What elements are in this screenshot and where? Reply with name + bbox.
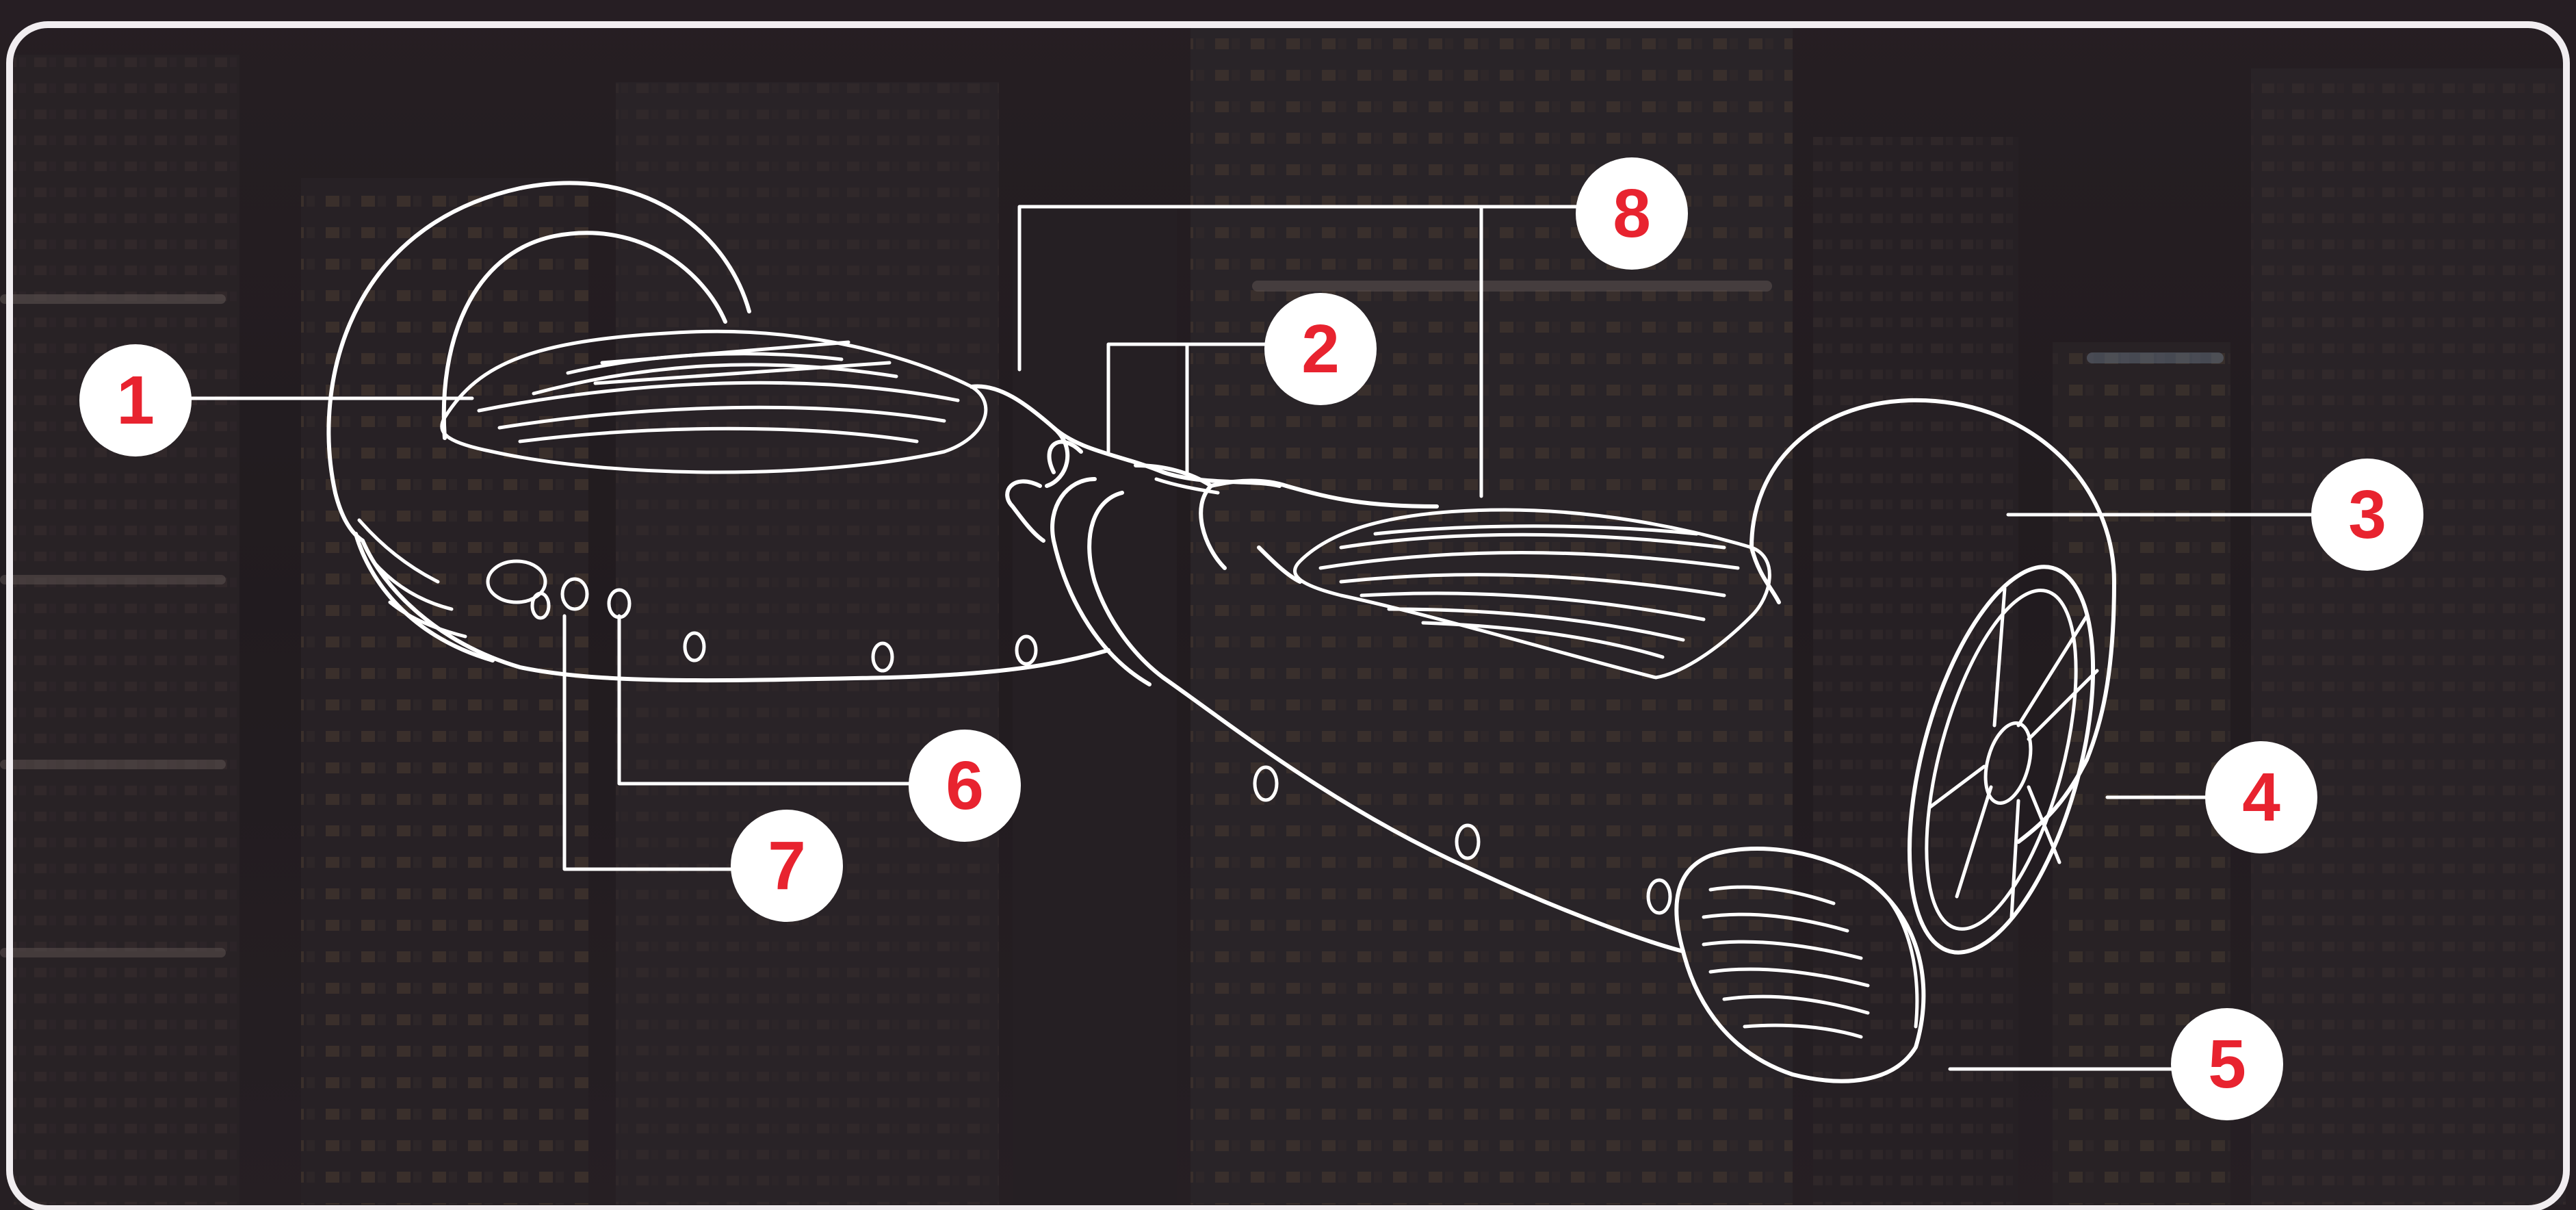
callout-number: 5 — [2208, 1026, 2246, 1103]
callout-leaders — [171, 207, 2316, 1069]
callout-number: 2 — [1301, 311, 1340, 387]
callout-number: 6 — [946, 747, 984, 824]
callout-2: 2 — [1264, 293, 1377, 405]
callout-8: 8 — [1576, 157, 1688, 270]
callout-number: 4 — [2242, 759, 2280, 836]
callout-number: 7 — [768, 827, 806, 904]
callout-6: 6 — [909, 730, 1021, 842]
callout-number: 1 — [116, 362, 155, 439]
callout-3: 3 — [2311, 459, 2423, 571]
callout-1: 1 — [79, 344, 192, 456]
callout-7: 7 — [731, 810, 843, 922]
callout-number: 3 — [2348, 476, 2386, 553]
hoverboard-illustration — [328, 183, 2129, 1081]
callout-5: 5 — [2171, 1008, 2283, 1120]
callout-number: 8 — [1613, 175, 1651, 252]
callout-4: 4 — [2205, 741, 2317, 853]
